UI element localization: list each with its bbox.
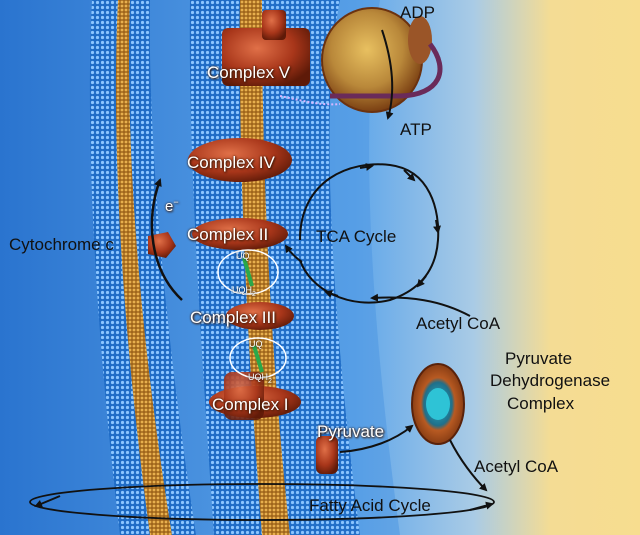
complex-ii-shape	[192, 218, 288, 250]
tca-arrow-3	[433, 219, 441, 234]
tca-arrow-4	[416, 275, 427, 288]
acetyl-coa-to-tca-arrow	[370, 293, 471, 317]
label-pdh-line1: Pyruvate	[505, 349, 573, 368]
label-complex-iv: Complex IV	[187, 153, 275, 172]
label-electron: e−	[165, 197, 179, 215]
pyruvate-carrier-shape	[316, 436, 338, 474]
tca-arrow-2	[403, 169, 416, 182]
complex-i-body	[224, 372, 264, 420]
outer-membrane-blue	[89, 0, 150, 535]
label-pdh-line2: Dehydrogenase	[490, 371, 611, 390]
label-atp: ATP	[400, 120, 432, 139]
fatty-acid-cycle-loop	[29, 483, 495, 521]
fatty-acid-arrow-right	[469, 501, 494, 511]
label-pyruvate: Pyruvate	[317, 422, 385, 441]
label-complex-ii: Complex II	[187, 225, 269, 244]
pdh-to-acetyl-coa-arrow	[449, 439, 488, 492]
uq-cycle-upper	[217, 249, 279, 295]
label-cytochrome-c: Cytochrome c	[9, 235, 114, 254]
pyruvate-to-pdh-arrow	[339, 424, 414, 453]
complex-iv-shape	[188, 138, 292, 182]
fatty-acid-arrow-left	[34, 495, 61, 508]
tca-cycle-loop	[299, 163, 440, 304]
tca-to-complex-ii-arrow	[284, 244, 303, 263]
label-acetyl-coa-lower: Acetyl CoA	[474, 457, 559, 476]
label-complex-iii: Complex III	[190, 308, 276, 327]
label-uqh2-lower: UQH2	[248, 372, 272, 385]
label-acetyl-coa-upper: Acetyl CoA	[416, 314, 501, 333]
label-complex-i: Complex I	[212, 395, 289, 414]
outer-membrane-blue-inner	[129, 0, 196, 535]
complex-iii-shape	[226, 302, 294, 330]
label-uqh2-upper: UQH2	[232, 285, 256, 298]
membrane-fade	[329, 0, 400, 535]
label-pdh-line3: Complex	[507, 394, 575, 413]
pdh-complex-shape	[411, 363, 465, 445]
label-adp: ADP	[400, 3, 435, 22]
outer-membrane-gold	[115, 0, 172, 535]
tca-arrow-5	[324, 290, 339, 298]
tca-arrow-1	[359, 163, 374, 171]
label-uq-lower: UQ	[249, 339, 263, 349]
electron-flow-arrow	[150, 178, 183, 301]
label-fatty-acid-cycle: Fatty Acid Cycle	[309, 496, 431, 515]
label-uq-upper: UQ	[236, 251, 250, 261]
label-tca-cycle: TCA Cycle	[316, 227, 397, 246]
adp-to-atp-arrow	[381, 29, 394, 120]
complex-v-shape	[222, 7, 443, 113]
label-complex-v: Complex V	[207, 63, 291, 82]
uq-cycle-lower	[229, 337, 287, 379]
